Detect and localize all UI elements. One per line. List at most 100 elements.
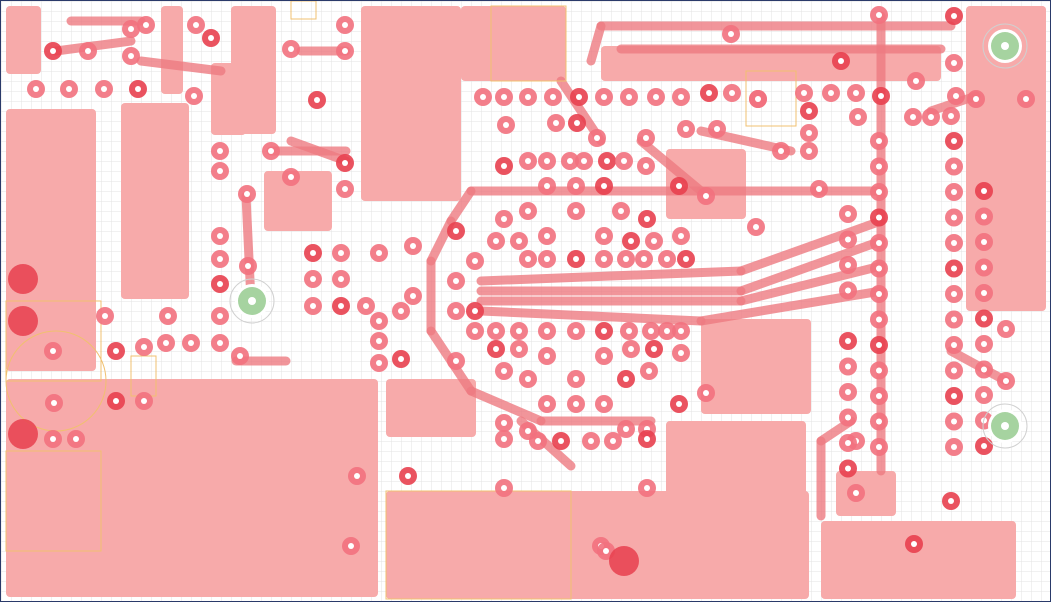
pad-drill — [573, 376, 579, 382]
pad-drill — [73, 436, 79, 442]
pad-drill — [217, 168, 223, 174]
pad-drill — [33, 86, 39, 92]
large-pad — [8, 306, 38, 336]
silkscreen-outline — [290, 1, 317, 20]
pad-drill — [845, 414, 851, 421]
pad-drill — [951, 189, 957, 195]
pad-drill — [544, 158, 550, 164]
pad-drill — [453, 228, 459, 234]
copper-pour — [211, 63, 246, 135]
pad-drill — [288, 46, 294, 52]
mounting-hole-outline — [982, 403, 1028, 449]
pad-drill — [544, 256, 550, 262]
pad-drill — [676, 183, 682, 189]
pad-drill — [501, 94, 507, 100]
pad-drill — [951, 367, 957, 374]
pad-drill — [601, 94, 607, 100]
mounting-hole-center — [1001, 422, 1009, 430]
pad-drill — [354, 473, 360, 479]
pad-drill — [453, 308, 459, 314]
pad-drill — [951, 138, 957, 144]
pad-drill — [951, 291, 957, 297]
copper-pour — [6, 379, 378, 597]
pad-drill — [472, 308, 478, 314]
pad-drill — [913, 78, 919, 84]
copper-pour — [821, 521, 1016, 599]
pad-drill — [664, 256, 670, 262]
mounting-holes — [229, 23, 1028, 449]
pad-drill — [951, 240, 957, 246]
pad-drill — [876, 342, 882, 348]
pad-drill — [113, 348, 119, 354]
pad-drill — [838, 58, 844, 64]
pad-drill — [405, 473, 411, 479]
pad-drill — [628, 238, 634, 244]
pad-drill — [501, 420, 507, 426]
pad-drill — [911, 541, 917, 547]
pad-drill — [618, 208, 624, 214]
pad-drill — [623, 376, 629, 382]
pad-drill — [217, 233, 223, 239]
silkscreen-outline — [385, 490, 572, 600]
pad-drill — [398, 308, 404, 314]
mounting-hole-outline — [982, 23, 1028, 69]
trace — [446, 186, 476, 226]
pad-drill — [951, 418, 957, 425]
trace — [736, 216, 886, 276]
pad-drill — [268, 148, 274, 154]
copper-pour — [836, 471, 896, 516]
pad-drill — [601, 256, 607, 262]
pad-drill — [573, 401, 579, 407]
pad-drill — [51, 400, 57, 406]
pad-drill — [535, 438, 541, 444]
pad-drill — [646, 368, 652, 374]
pad-drill — [342, 186, 348, 192]
mounting-hole-center — [1001, 42, 1009, 50]
pad-drill — [778, 148, 784, 154]
pad-drill — [544, 353, 550, 359]
copper-pour — [264, 171, 332, 231]
pad-drill — [601, 183, 607, 189]
pad-drill — [703, 390, 709, 396]
pad-drill — [574, 120, 580, 126]
pad-drill — [525, 158, 531, 164]
pad-drill — [501, 163, 507, 169]
pad-drill — [951, 163, 957, 170]
pad-drill — [453, 358, 459, 364]
pad-drill — [981, 366, 987, 373]
pad-drill — [66, 86, 72, 92]
pad-drill — [876, 444, 882, 450]
pad-drill — [493, 328, 499, 334]
pad-drill — [338, 276, 344, 282]
copper-pour — [161, 6, 183, 94]
pad-drill — [501, 485, 507, 491]
pad-drill — [410, 243, 416, 249]
pad-drill — [951, 13, 957, 19]
pad-drill — [573, 208, 579, 214]
pad-drill — [544, 401, 550, 407]
trace — [736, 236, 886, 296]
pad-drill — [165, 313, 171, 319]
trace — [736, 261, 886, 306]
pad-drill — [50, 348, 56, 354]
pad-drill — [601, 328, 607, 334]
pad-drill — [113, 398, 119, 404]
pad-drill — [217, 148, 223, 154]
pad-drill — [141, 398, 147, 404]
pad-drill — [550, 94, 556, 100]
pad-drill — [845, 262, 851, 268]
pad-drill — [951, 214, 957, 221]
pad-drill — [310, 250, 316, 256]
pad-drill — [588, 438, 594, 444]
pad-drill — [643, 135, 649, 141]
pad-drill — [845, 389, 851, 395]
copper-pour — [121, 103, 189, 299]
pad-drill — [641, 256, 647, 262]
pad-drill — [981, 188, 987, 194]
pad-drill — [953, 93, 959, 99]
pad-drill — [683, 126, 689, 132]
trace — [136, 56, 226, 76]
pad-drill — [1023, 96, 1029, 102]
